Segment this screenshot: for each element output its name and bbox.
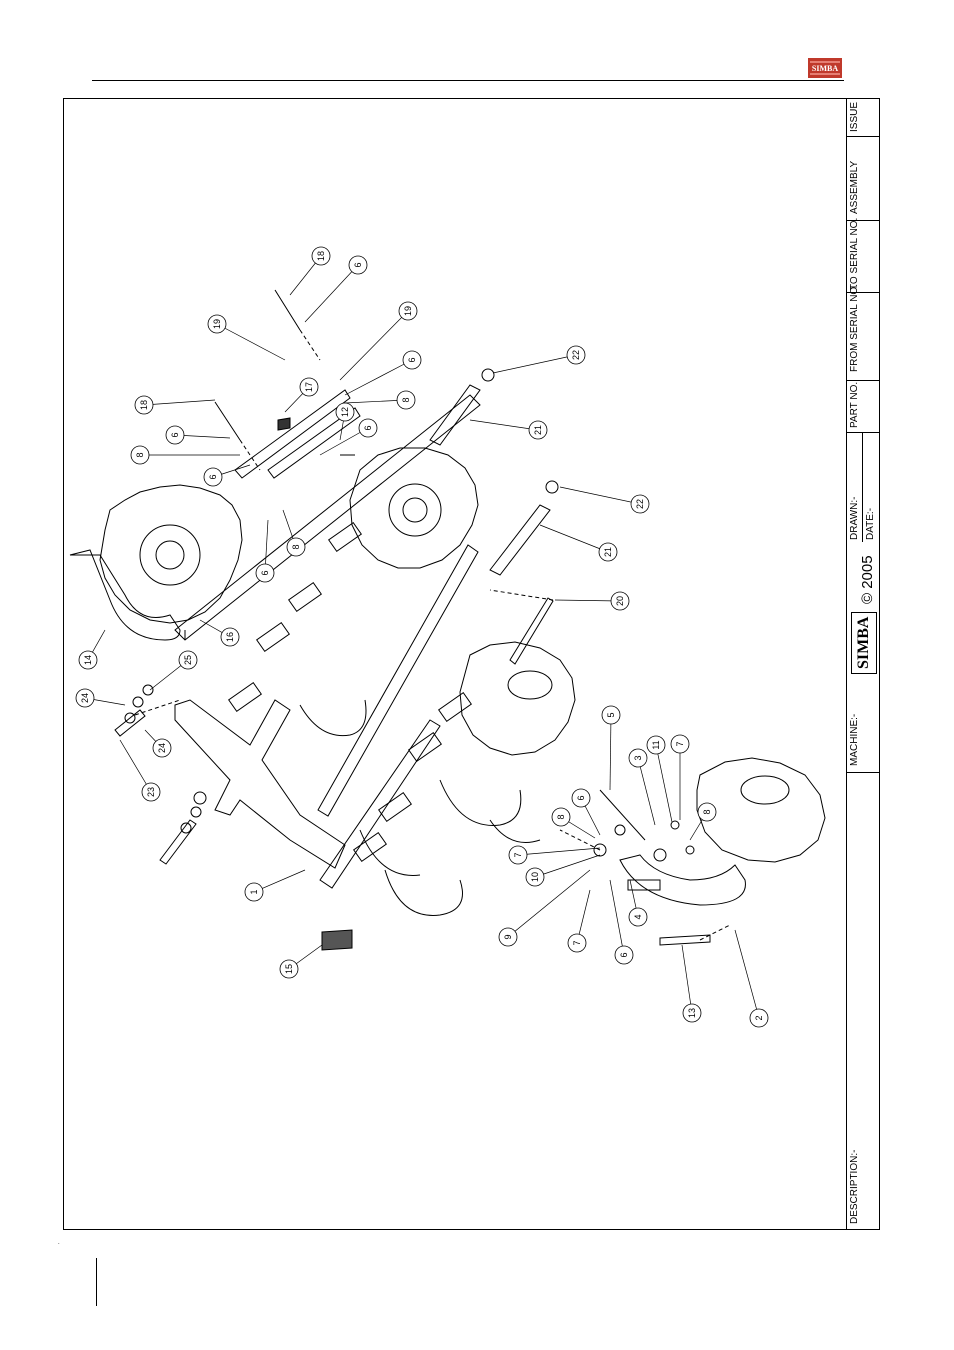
svg-text:11: 11	[651, 740, 661, 749]
balloon-25: 25	[179, 651, 197, 669]
svg-text:6: 6	[353, 262, 363, 267]
svg-text:6: 6	[208, 474, 218, 479]
balloon-7: 7	[568, 934, 586, 952]
balloon-6: 6	[403, 351, 421, 369]
svg-text:22: 22	[571, 350, 581, 360]
svg-text:7: 7	[513, 852, 523, 857]
svg-text:8: 8	[556, 814, 566, 819]
svg-text:6: 6	[407, 357, 417, 362]
svg-text:24: 24	[157, 743, 167, 753]
balloon-3: 3	[629, 749, 647, 767]
svg-text:18: 18	[139, 400, 149, 410]
balloon-21: 21	[599, 543, 617, 561]
balloon-6: 6	[359, 419, 377, 437]
balloon-18: 18	[312, 247, 330, 265]
footer-rule	[96, 1258, 97, 1306]
balloon-1: 1	[245, 883, 263, 901]
svg-text:2: 2	[754, 1015, 764, 1020]
svg-text:21: 21	[533, 425, 543, 435]
balloon-6: 6	[572, 789, 590, 807]
svg-text:22: 22	[635, 499, 645, 509]
svg-text:9: 9	[503, 934, 513, 939]
balloon-19: 19	[399, 302, 417, 320]
svg-text:8: 8	[135, 452, 145, 457]
svg-text:25: 25	[183, 655, 193, 665]
svg-text:5: 5	[606, 712, 616, 717]
balloon-8: 8	[397, 391, 415, 409]
svg-text:4: 4	[633, 914, 643, 919]
svg-text:6: 6	[576, 795, 586, 800]
svg-text:8: 8	[291, 544, 301, 549]
svg-text:10: 10	[530, 872, 540, 882]
balloon-24: 24	[153, 739, 171, 757]
balloon-12: 12	[336, 403, 354, 421]
balloon-20: 20	[611, 592, 629, 610]
svg-text:16: 16	[225, 632, 235, 642]
balloon-6: 6	[615, 946, 633, 964]
svg-text:3: 3	[633, 755, 643, 760]
footer-mark: .	[58, 1240, 60, 1246]
balloon-6: 6	[204, 468, 222, 486]
balloon-24: 24	[76, 689, 94, 707]
svg-text:23: 23	[146, 787, 156, 797]
svg-text:15: 15	[284, 964, 294, 974]
svg-text:20: 20	[615, 596, 625, 606]
svg-text:21: 21	[603, 547, 613, 557]
balloon-22: 22	[631, 495, 649, 513]
balloon-7: 7	[509, 846, 527, 864]
svg-text:7: 7	[572, 940, 582, 945]
balloon-6: 6	[349, 256, 367, 274]
part-balloons: 1 2 3 4 5 6 6 6 6 6 6 6 6 7 7 7 8 8 8 8 …	[76, 247, 768, 1027]
balloon-21: 21	[529, 421, 547, 439]
balloon-13: 13	[683, 1004, 701, 1022]
svg-text:6: 6	[363, 425, 373, 430]
balloon-11: 11	[647, 736, 665, 754]
balloon-8: 8	[552, 808, 570, 826]
svg-text:8: 8	[401, 397, 411, 402]
svg-text:8: 8	[702, 809, 712, 814]
balloon-4: 4	[629, 908, 647, 926]
balloon-10: 10	[526, 868, 544, 886]
balloon-7: 7	[671, 735, 689, 753]
balloon-6: 6	[256, 564, 274, 582]
svg-text:12: 12	[340, 407, 350, 417]
balloon-23: 23	[142, 783, 160, 801]
balloon-18: 18	[135, 396, 153, 414]
svg-text:1: 1	[249, 889, 259, 894]
balloon-17: 17	[300, 378, 318, 396]
svg-text:24: 24	[80, 693, 90, 703]
balloon-5: 5	[602, 706, 620, 724]
balloon-8: 8	[287, 538, 305, 556]
svg-text:13: 13	[687, 1008, 697, 1018]
svg-text:19: 19	[212, 319, 222, 329]
svg-text:6: 6	[619, 952, 629, 957]
svg-text:17: 17	[304, 382, 314, 392]
balloon-8: 8	[698, 803, 716, 821]
balloon-22: 22	[567, 346, 585, 364]
balloon-14: 14	[79, 651, 97, 669]
balloon-15: 15	[280, 960, 298, 978]
svg-text:18: 18	[316, 251, 326, 261]
balloon-8: 8	[131, 446, 149, 464]
balloon-6: 6	[166, 426, 184, 444]
balloon-2: 2	[750, 1009, 768, 1027]
balloon-16: 16	[221, 628, 239, 646]
svg-text:6: 6	[170, 432, 180, 437]
svg-text:7: 7	[675, 741, 685, 746]
svg-text:19: 19	[403, 306, 413, 316]
svg-text:14: 14	[83, 655, 93, 665]
balloon-9: 9	[499, 928, 517, 946]
balloon-19: 19	[208, 315, 226, 333]
svg-text:6: 6	[260, 570, 270, 575]
